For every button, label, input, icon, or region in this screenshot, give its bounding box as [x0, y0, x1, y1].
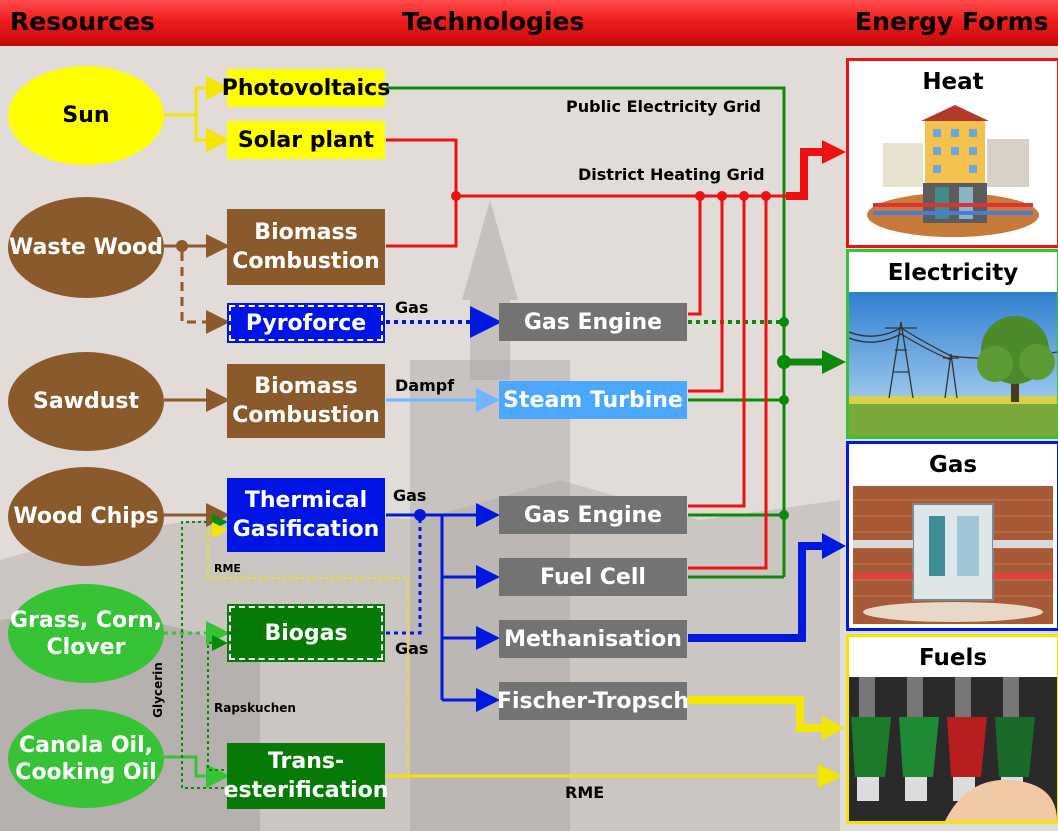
gas-form-arrowhead	[822, 533, 846, 559]
tech-transesterification: Trans-esterification	[224, 743, 388, 809]
fischer-tropsch-to-fuels-path	[688, 696, 822, 732]
gas-engine-1-heat-path	[688, 196, 702, 316]
label-rme-small: RME	[214, 562, 241, 575]
header-technologies: Technologies	[402, 7, 585, 36]
electricity-title: Electricity	[887, 260, 1019, 286]
photovoltaics-to-grid-path	[386, 86, 786, 577]
grid-junction-1	[779, 317, 789, 327]
gas-engine-2-heat-path	[688, 196, 746, 508]
panel-fuels: Fuels	[846, 634, 1058, 824]
glycerin-path	[181, 514, 228, 789]
sun-to-photovoltaics-arrow	[164, 76, 230, 117]
electricity-arrowhead	[822, 350, 846, 374]
fuels-arrowhead	[822, 716, 844, 740]
waste-wood-junction	[176, 240, 188, 252]
heat-arrowhead	[822, 140, 846, 164]
tech-fuel-cell: Fuel Cell	[499, 558, 687, 596]
resource-canola-oil: Canola Oil, Cooking Oil	[8, 709, 164, 808]
resource-wood-chips: Wood Chips	[8, 467, 164, 566]
tech-solar-plant: Solar plant	[227, 121, 385, 159]
label-gas-biogas: Gas	[395, 639, 429, 658]
canola-to-transesterification-arrow	[164, 755, 230, 788]
methanisation-to-gas-path	[688, 542, 822, 642]
tech-methanisation: Methanisation	[499, 620, 687, 658]
grid-junction-3	[779, 510, 789, 520]
steam-turbine-heat-path	[688, 196, 724, 393]
fuel-nozzles-illustration	[849, 677, 1057, 821]
grid-junction-2	[779, 395, 789, 405]
gas-title: Gas	[928, 452, 978, 478]
tech-pyroforce: Pyroforce	[227, 303, 385, 343]
tech-gas-engine-2: Gas Engine	[499, 496, 687, 534]
house-heating-illustration	[867, 105, 1039, 237]
heat-junction-2	[717, 191, 727, 201]
gas-junction	[414, 509, 426, 521]
heat-junction-3	[739, 191, 749, 201]
heat-junction-1	[695, 191, 705, 201]
resource-grass-corn-clover: Grass, Corn, Clover	[8, 584, 164, 683]
heat-title: Heat	[922, 69, 984, 95]
tech-biomass-combustion-1: Biomass Combustion	[227, 209, 385, 285]
tech-steam-turbine: Steam Turbine	[499, 381, 687, 419]
biogas-to-gas-junction-path	[386, 515, 422, 635]
heat-grid-to-heat-path	[786, 148, 822, 200]
label-rapskuchen: Rapskuchen	[214, 701, 296, 715]
power-lines-landscape	[849, 292, 1057, 436]
label-gas-thermical: Gas	[393, 486, 427, 505]
header-resources: Resources	[10, 7, 156, 36]
resource-sun: Sun	[8, 66, 164, 165]
tech-photovoltaics: Photovoltaics	[222, 69, 390, 107]
waste-wood-to-pyroforce-arrow	[180, 252, 230, 334]
tech-biogas: Biogas	[227, 604, 385, 662]
resource-waste-wood: Waste Wood	[8, 197, 164, 298]
gas-installation-illustration	[853, 486, 1053, 624]
label-glycerin: Glycerin	[150, 662, 165, 718]
resource-sawdust: Sawdust	[8, 352, 164, 451]
header-bar	[0, 0, 1058, 46]
panel-electricity: Electricity	[846, 249, 1058, 439]
label-gas-pyroforce: Gas	[395, 298, 429, 317]
sun-to-solar-plant-arrow	[194, 115, 230, 152]
fuels-title: Fuels	[918, 645, 988, 671]
solar-plant-to-heat-path	[386, 138, 458, 196]
tech-gas-engine-1: Gas Engine	[499, 303, 687, 341]
label-district-heating-grid: District Heating Grid	[578, 165, 765, 184]
rapskuchen-path	[207, 635, 228, 771]
label-public-electricity-grid: Public Electricity Grid	[566, 97, 761, 116]
label-dampf: Dampf	[395, 376, 455, 395]
tech-biomass-combustion-2: Biomass Combustion	[227, 364, 385, 438]
panel-gas: Gas	[846, 441, 1058, 631]
biomass-to-heat-path	[386, 196, 458, 248]
tech-fischer-tropsch: Fischer-Tropsch	[497, 682, 689, 720]
header-energy-forms: Energy Forms	[855, 7, 1049, 36]
fuel-cell-heat-path	[688, 196, 768, 570]
tech-thermical-gasification: Thermical Gasification	[227, 478, 385, 552]
heat-junction-4	[761, 191, 771, 201]
panel-heat: Heat	[846, 58, 1058, 248]
label-rme-bottom: RME	[565, 783, 605, 802]
